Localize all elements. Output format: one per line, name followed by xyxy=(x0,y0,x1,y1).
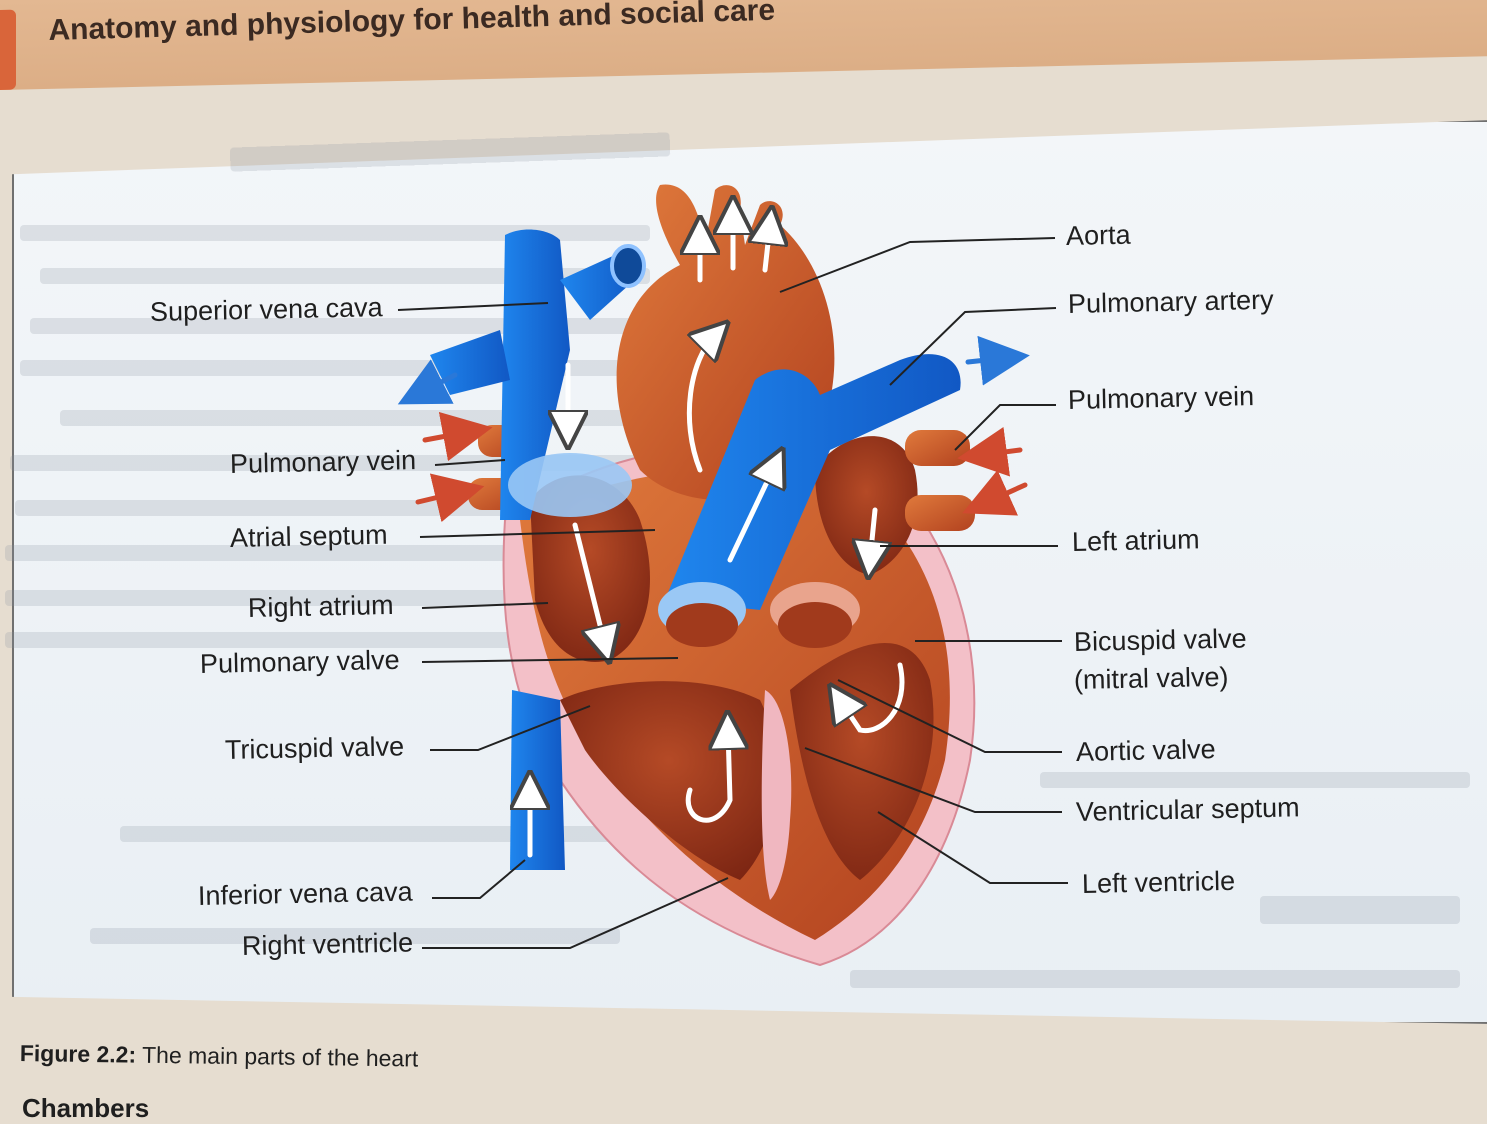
label-pulmonary-vein-left: Pulmonary vein xyxy=(229,445,417,479)
aortic-valve-disk xyxy=(778,602,852,648)
pulmonary-veins-right xyxy=(905,430,975,531)
pulmonary-valve-disk xyxy=(666,603,738,647)
external-arrows xyxy=(397,335,1030,523)
label-aortic-valve: Aortic valve xyxy=(1075,734,1216,767)
figure-caption: Figure 2.2: The main parts of the heart xyxy=(20,1040,419,1073)
svc-branch-opening xyxy=(610,244,646,288)
label-aorta: Aorta xyxy=(1065,219,1131,251)
label-left-atrium: Left atrium xyxy=(1071,524,1200,557)
right-atrium-chamber xyxy=(530,475,650,662)
label-atrial-septum: Atrial septum xyxy=(229,519,388,553)
superior-vena-cava xyxy=(500,229,570,521)
label-right-atrium: Right atrium xyxy=(247,589,394,623)
svc-base-ring xyxy=(508,453,632,517)
label-ventricular-septum: Ventricular septum xyxy=(1075,792,1300,827)
left-atrium xyxy=(815,436,918,575)
section-heading: Chambers xyxy=(22,1093,150,1123)
label-tricuspid-valve: Tricuspid valve xyxy=(224,731,405,765)
figure-caption-label: Figure 2.2: xyxy=(19,1040,137,1068)
label-inferior-vena-cava: Inferior vena cava xyxy=(197,876,413,911)
label-left-ventricle: Left ventricle xyxy=(1081,865,1236,899)
svc-left-branch xyxy=(430,330,510,395)
label-pulmonary-valve: Pulmonary valve xyxy=(199,644,400,679)
label-right-ventricle: Right ventricle xyxy=(241,927,414,961)
label-bicuspid-valve: Bicuspid valve xyxy=(1073,623,1247,657)
figure-caption-text: The main parts of the heart xyxy=(141,1041,419,1072)
label-mitral-valve: (mitral valve) xyxy=(1073,661,1229,695)
label-pulmonary-artery: Pulmonary artery xyxy=(1067,284,1274,319)
leader-lines xyxy=(397,237,1068,949)
ventricular-septum xyxy=(761,690,792,900)
label-superior-vena-cava: Superior vena cava xyxy=(149,292,383,327)
inferior-vena-cava xyxy=(510,690,565,870)
label-pulmonary-vein-right: Pulmonary vein xyxy=(1067,381,1255,415)
flow-arrows xyxy=(530,215,905,858)
